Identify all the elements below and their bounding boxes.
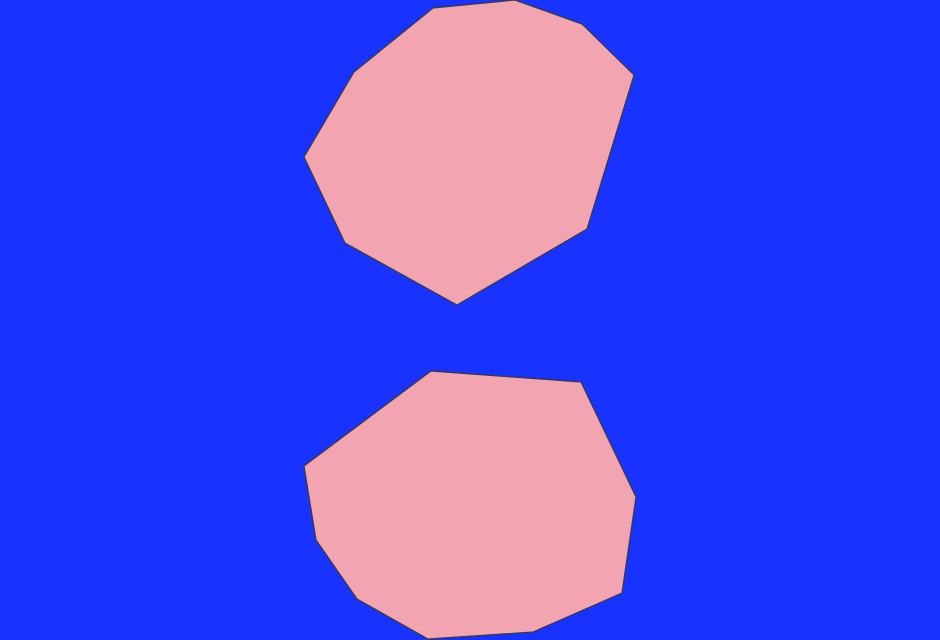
pink-polygon-top	[303, 0, 635, 306]
pink-polygon-bottom	[303, 370, 637, 640]
